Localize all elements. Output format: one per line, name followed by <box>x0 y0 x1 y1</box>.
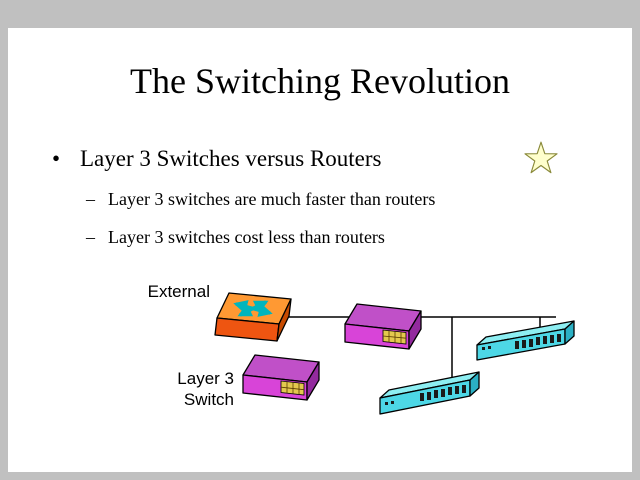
sub-bullet-item: –Layer 3 switches cost less than routers <box>86 227 385 248</box>
label-layer3-line2: Switch <box>183 390 234 409</box>
bullet-marker: • <box>52 146 61 171</box>
switch-middle <box>344 303 422 350</box>
star-icon <box>524 141 558 174</box>
label-layer3-switch: Layer 3 Switch <box>122 368 234 410</box>
ethernet-switch-bottom <box>379 371 480 415</box>
sub-bullet-text: Layer 3 switches are much faster than ro… <box>108 189 436 209</box>
slide <box>8 28 632 472</box>
bullet-item: • Layer 3 Switches versus Routers <box>52 146 382 172</box>
layer3-switch <box>242 354 320 401</box>
dash-marker: – <box>86 189 95 209</box>
sub-bullet-item: –Layer 3 switches are much faster than r… <box>86 189 435 210</box>
external-router <box>214 292 292 342</box>
label-external: External <box>147 282 210 301</box>
bullet-text: Layer 3 Switches versus Routers <box>80 146 382 171</box>
sub-bullet-text: Layer 3 switches cost less than routers <box>108 227 385 247</box>
router-arrows-icon <box>233 300 273 317</box>
slide-title: The Switching Revolution <box>130 61 510 101</box>
dash-marker: – <box>86 227 95 247</box>
ethernet-switch-right <box>476 320 575 361</box>
label-layer3-line1: Layer 3 <box>177 369 234 388</box>
